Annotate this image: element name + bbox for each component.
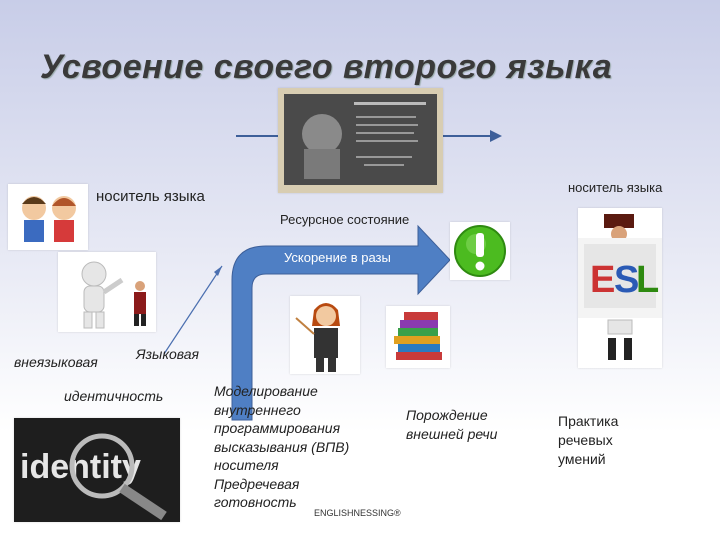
figure-with-man-image — [58, 252, 156, 332]
diagonal-arrow — [163, 265, 223, 355]
resource-state-label: Ресурсное состояние — [280, 212, 410, 227]
modeling-line: Моделирование — [214, 383, 318, 399]
modeling-line: готовность — [214, 494, 297, 510]
generation-text-block: Порождение внешней речи — [406, 406, 497, 444]
generation-line: внешней речи — [406, 426, 498, 442]
practice-line: речевых — [558, 432, 613, 448]
identity-label: идентичность — [64, 388, 164, 404]
acceleration-arrow — [231, 224, 451, 421]
books-image — [386, 306, 450, 368]
svg-text:E: E — [590, 259, 615, 301]
page-title: Усвоение своего второго языка — [40, 48, 613, 86]
practice-line: умений — [558, 451, 606, 467]
top-arrow-head — [490, 130, 502, 142]
exclamation-icon — [454, 225, 506, 277]
teacher-image — [290, 296, 360, 374]
svg-text:L: L — [636, 259, 659, 301]
native-speaker-left-label: носитель языка — [96, 188, 205, 205]
practice-text-block: Практика речевых умений — [558, 412, 618, 469]
modeling-line: высказывания (ВПВ) — [214, 438, 350, 455]
modeling-line: программирования — [214, 420, 341, 436]
modeling-line: внутреннего — [214, 401, 301, 418]
svg-text:identity: identity — [20, 448, 141, 486]
memorial-plaque-image — [278, 88, 443, 193]
brand-mark: ENGLISHNESSING® — [314, 508, 401, 518]
acceleration-label: Ускорение в разы — [284, 250, 391, 265]
identity-image: identity — [14, 418, 180, 522]
modeling-text-block: Моделирование внутреннего программирован… — [214, 382, 349, 512]
children-image — [8, 184, 88, 250]
practice-line: Практика — [558, 413, 619, 429]
esl-figure-image: E S L — [578, 208, 662, 368]
generation-line: Порождение — [406, 407, 488, 423]
extralinguistic-label: внеязыковая — [14, 354, 98, 370]
modeling-line: носителя — [214, 457, 279, 473]
modeling-line: Предречевая — [214, 475, 300, 492]
native-speaker-right-label: носитель языка — [568, 180, 663, 195]
svg-text:S: S — [614, 259, 639, 301]
exclamation-image — [450, 222, 510, 280]
linguistic-label: Языковая — [136, 346, 200, 362]
